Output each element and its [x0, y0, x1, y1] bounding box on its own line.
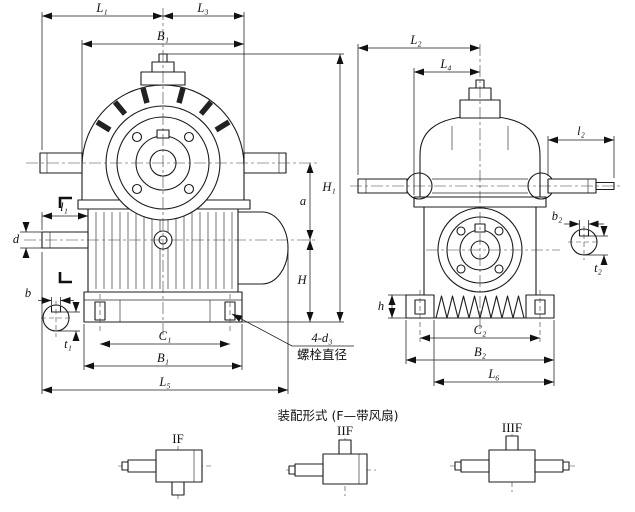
variant-label-IF: IF	[172, 431, 184, 446]
assembly-caption: 装配形式 (F—带风扇)	[278, 408, 399, 423]
variant-label-IIIF: IIIF	[502, 420, 522, 435]
bolt-callout-size: 4-d₃	[311, 331, 332, 345]
dim-label-B1-bottom: B₁	[157, 351, 169, 365]
dim-label-d: d	[13, 232, 20, 246]
vent-slots	[95, 87, 231, 133]
dim-label-L2: L₂	[409, 33, 422, 47]
cover-bolt-hole	[183, 131, 195, 143]
dim-label-h: h	[378, 299, 384, 313]
dim-label-C1: C₁	[159, 329, 172, 343]
variant-label-IIF: IIF	[337, 423, 353, 438]
dim-label-a: a	[300, 194, 306, 208]
front-centerlines	[24, 8, 318, 337]
cover-bolt-hole	[183, 183, 195, 195]
cover-bolt-hole	[494, 226, 504, 236]
bolt-callout-text: 螺栓直径	[297, 347, 347, 362]
dim-label-H: H	[296, 273, 307, 287]
variant-IF: IF	[118, 431, 212, 502]
side-view: L₂ L₄ l₂ b₂ t₂ h C₂ B₂ L₆	[350, 33, 622, 386]
cover-bolt-hole	[494, 264, 504, 274]
dim-label-H1: H₁	[321, 180, 335, 194]
dim-label-C2: C₂	[474, 323, 487, 337]
front-dim-labels: L₁ L₃ B₁ H₁ a H l₁ d b t₁ C₁ B₁ L₅ 4-d₃ …	[13, 1, 347, 389]
dim-label-B1-top: B₁	[157, 29, 169, 43]
dim-label-L6: L₆	[487, 367, 499, 381]
dim-label-t2: t₂	[594, 261, 602, 275]
cover-bolt-hole	[131, 183, 143, 195]
dim-label-L1: L₁	[95, 1, 107, 15]
cover-bolt-hole	[456, 264, 466, 274]
dim-label-b: b	[25, 286, 31, 300]
side-dim-labels: L₂ L₄ l₂ b₂ t₂ h C₂ B₂ L₆	[378, 33, 603, 381]
worm-end-cover	[238, 211, 289, 285]
assembly-variants: 装配形式 (F—带风扇) IF IIF IIIF	[118, 408, 578, 502]
dim-label-l1: l₁	[60, 200, 68, 214]
section-mark	[58, 196, 72, 208]
front-view: L₁ L₃ B₁ H₁ a H l₁ d b t₁ C₁ B₁ L₅ 4-d₃ …	[13, 1, 354, 394]
dim-label-t1: t₁	[64, 337, 72, 351]
dim-label-L4: L₄	[439, 57, 451, 71]
cover-bolt-hole	[456, 226, 466, 236]
front-dimensions	[20, 12, 354, 394]
dim-label-l2: l₂	[577, 124, 585, 138]
dim-label-L3: L₃	[196, 1, 208, 15]
variant-IIF: IIF	[286, 423, 376, 496]
side-dimensions	[357, 44, 615, 386]
dim-label-L5: L₅	[158, 375, 170, 389]
side-centerlines	[350, 44, 622, 342]
section-mark	[58, 272, 72, 284]
cooling-fins	[95, 212, 233, 289]
cover-bolt-hole	[131, 131, 143, 143]
dim-label-b2: b₂	[552, 209, 563, 223]
dim-label-B2: B₂	[474, 345, 487, 359]
variant-IIIF: IIIF	[450, 420, 578, 492]
